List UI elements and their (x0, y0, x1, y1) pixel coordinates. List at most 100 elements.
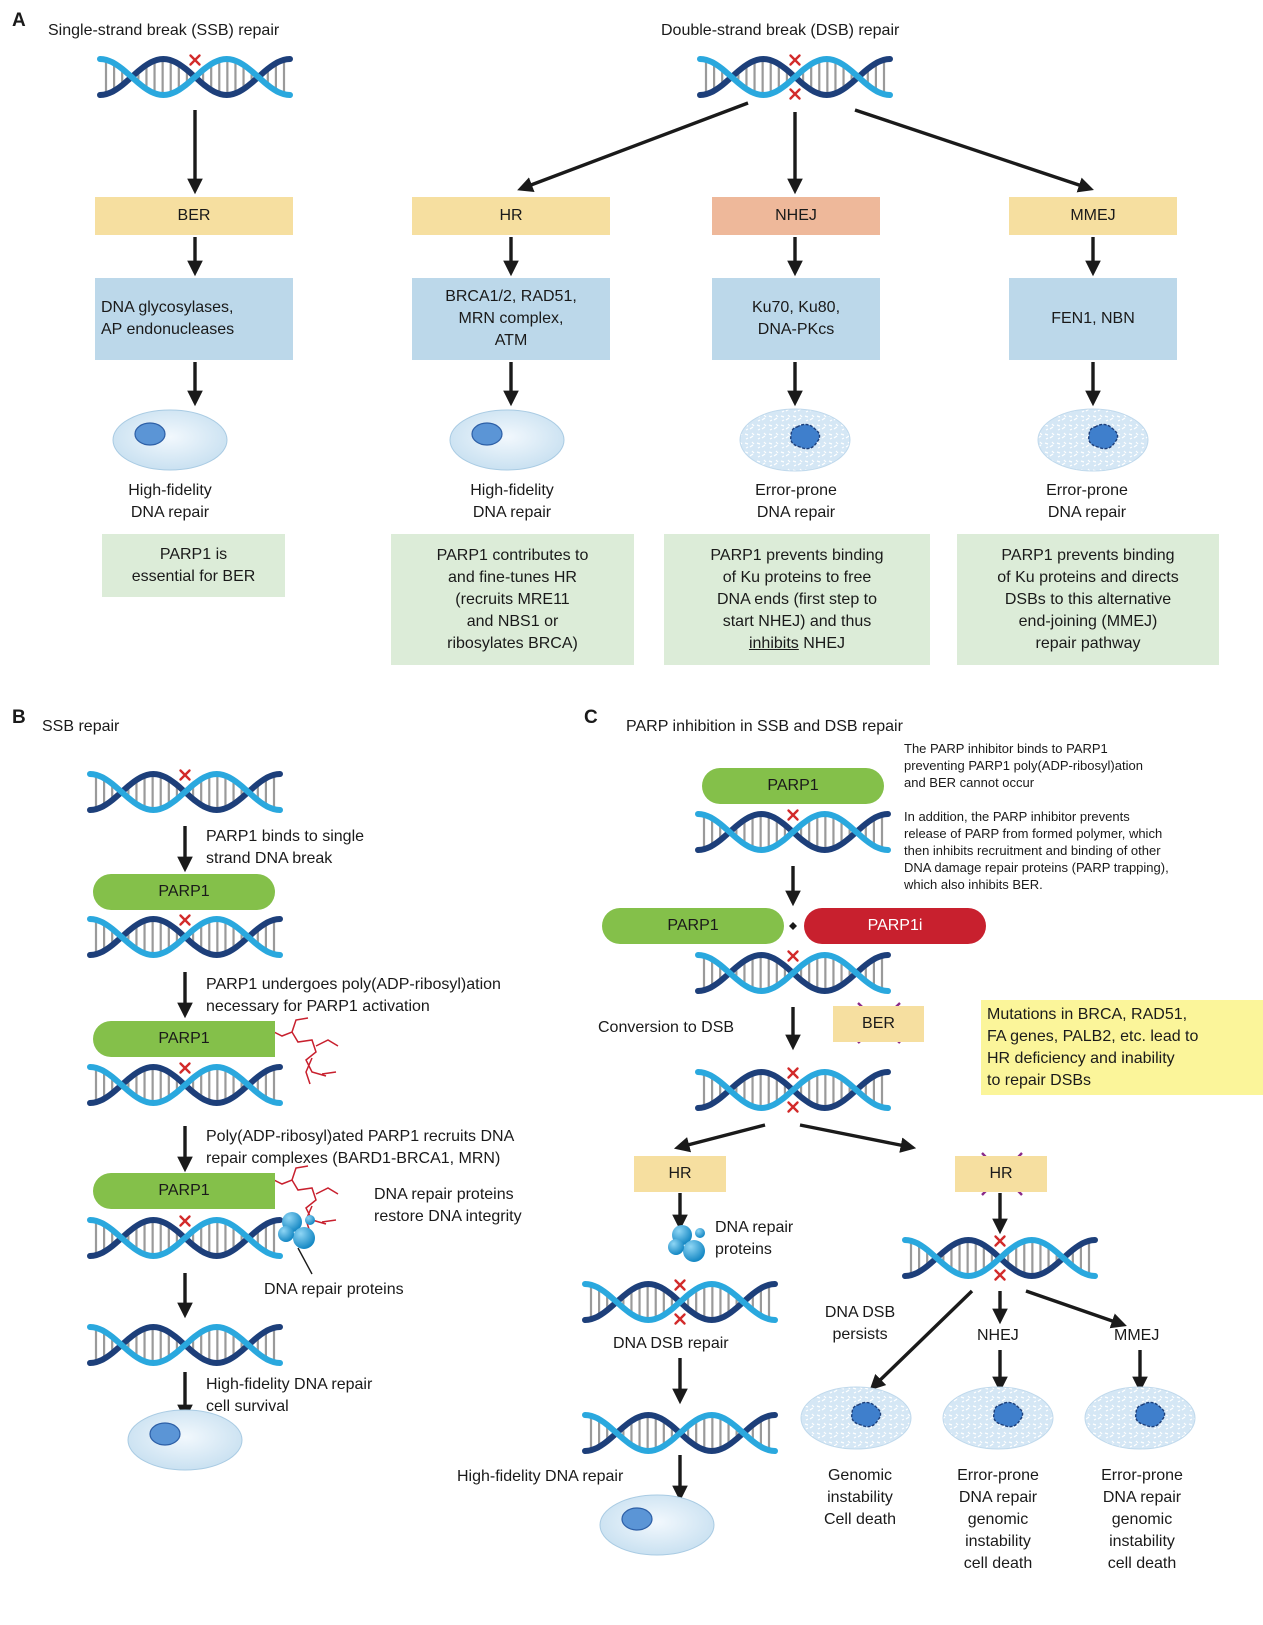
dna-helix-icon (582, 1411, 778, 1455)
panel-c-letter: C (584, 707, 598, 728)
protein-sphere (305, 1215, 315, 1225)
dna-helix-icon (695, 1067, 891, 1113)
dna-helix-icon (87, 1323, 283, 1367)
binding-diamond-icon (789, 922, 797, 930)
mmej-proteins-text: FEN1, NBN (1051, 310, 1135, 327)
dna-strand-light (697, 55, 893, 99)
fragmented-nucleus (1088, 423, 1119, 450)
ber-proteins-box: DNA glycosylases, AP endonucleases (95, 278, 293, 360)
conversion-to-dsb-label: Conversion to DSB (598, 1019, 735, 1036)
parp1-pill: PARP1 (93, 874, 275, 910)
down-arrow-icon (799, 1123, 917, 1153)
panel-c-hr-box: HR (634, 1156, 726, 1192)
down-arrow-icon (673, 1123, 766, 1153)
break-mark-icon (189, 54, 201, 66)
hr-parp-role-box: PARP1 contributes to and fine-tunes HR (… (391, 534, 634, 665)
nhej-parp-role-box: PARP1 prevents binding of Ku proteins to… (664, 534, 930, 665)
cell-nucleus (134, 422, 166, 446)
parp1-label: PARP1 (158, 883, 210, 900)
restore-integrity-label: DNA repair proteins restore DNA integrit… (374, 1186, 522, 1225)
dsb-repair-label: DNA DSB repair (613, 1335, 729, 1352)
ber-parp-role-text: PARP1 is essential for BER (131, 545, 256, 585)
ber-blocked-box: BER (833, 1006, 924, 1042)
nhej-outcome: Error-prone DNA repair (755, 482, 837, 521)
break-mark-icon (787, 950, 799, 962)
hr-deficiency-text: Mutations in BRCA, RAD51, FA genes, PALB… (987, 1005, 1199, 1089)
dna-helix-icon (695, 809, 891, 854)
break-mark-icon (787, 809, 799, 821)
parp1-label: PARP1 (767, 777, 819, 794)
mmej-label: MMEJ (1070, 207, 1116, 224)
panel-c-repair-proteins-label: DNA repair proteins (715, 1219, 794, 1258)
break-mark-icon (179, 769, 191, 781)
mmej-proteins-box: FEN1, NBN (1009, 278, 1177, 360)
panel-c-nhej-label: NHEJ (977, 1327, 1019, 1344)
ber-label: BER (177, 207, 211, 224)
mmej-parp-role-box: PARP1 prevents binding of Ku proteins an… (957, 534, 1219, 665)
down-arrow-icon (1025, 1289, 1127, 1329)
break-mark-icon (179, 1062, 191, 1074)
hr-outcome: High-fidelity DNA repair (470, 482, 554, 521)
cell-nucleus (621, 1507, 653, 1531)
protein-sphere (668, 1239, 684, 1255)
parp1-bound-pill: PARP1 (602, 908, 784, 944)
dna-strand-light (902, 1236, 1098, 1280)
healthy-cell-icon (599, 1494, 715, 1556)
dsb-repair-title: Double-strand break (DSB) repair (661, 22, 900, 39)
break-mark-icon (994, 1269, 1006, 1281)
panel-b-step1: PARP1 binds to single strand DNA break (206, 828, 365, 867)
break-mark-icon (179, 914, 191, 926)
dna-helix-icon (697, 54, 893, 100)
damaged-cell-icon (942, 1386, 1054, 1450)
repair-protein-icon (278, 1212, 315, 1249)
dna-strand-light (582, 1411, 778, 1455)
cell-body (127, 1409, 243, 1471)
down-arrow-icon (854, 108, 1094, 193)
down-arrow-icon (869, 1289, 974, 1391)
panel-b-final: High-fidelity DNA repair cell survival (206, 1376, 373, 1415)
nhej-proteins-text: Ku70, Ku80, DNA-PKcs (751, 299, 841, 338)
hr-pathway-box: HR (412, 197, 610, 235)
cell-body (449, 409, 565, 471)
hr-parp-role-text: PARP1 contributes to and fine-tunes HR (… (436, 546, 589, 652)
nhej-role-text-pre: PARP1 prevents binding of Ku proteins to… (710, 546, 884, 630)
panel-c-mmej-label: MMEJ (1114, 1327, 1160, 1344)
dna-helix-icon (902, 1235, 1098, 1281)
panel-b-step2: PARP1 undergoes poly(ADP-ribosyl)ation n… (206, 976, 501, 1015)
break-mark-icon (674, 1279, 686, 1291)
healthy-cell-icon (449, 409, 565, 471)
panel-c-title: PARP inhibition in SSB and DSB repair (626, 718, 903, 735)
break-mark-icon (789, 54, 801, 66)
panel-a-letter: A (12, 10, 26, 31)
damaged-cell-icon (800, 1386, 912, 1450)
ber-proteins-text: DNA glycosylases, AP endonucleases (101, 299, 235, 338)
ber-pathway-box: BER (95, 197, 293, 235)
fragmented-nucleus (851, 1401, 882, 1428)
fragmented-nucleus (993, 1401, 1024, 1428)
dna-strand-light (695, 1068, 891, 1112)
mmej-outcome: Error-prone DNA repair (1046, 482, 1128, 521)
dna-helix-icon (87, 1062, 283, 1107)
dna-strand-light (695, 810, 891, 854)
dsb-persists-label: DNA DSB persists (824, 1304, 896, 1343)
cell-body (599, 1494, 715, 1556)
poly-adp-ribose-icon (269, 1017, 339, 1085)
parp1-recruiting-pill: PARP1 (93, 1173, 275, 1209)
protein-sphere (293, 1227, 315, 1249)
parp1-label: PARP1 (667, 917, 719, 934)
nhej-parp-role-text: PARP1 prevents binding of Ku proteins to… (710, 545, 883, 655)
dna-strand-light (87, 915, 283, 959)
panel-b-letter: B (12, 707, 26, 728)
dna-helix-icon (582, 1279, 778, 1325)
dna-strand-light (87, 1323, 283, 1367)
panel-b-step3: Poly(ADP-ribosyl)ated PARP1 recruits DNA… (206, 1128, 515, 1167)
protein-sphere (683, 1240, 705, 1262)
break-mark-icon (674, 1313, 686, 1325)
parp1i-label: PARP1i (867, 917, 923, 934)
poly-adp-ribose-icon (269, 1165, 339, 1233)
parpi-note-1: The PARP inhibitor binds to PARP1 preven… (904, 741, 1143, 790)
hr-blocked-label: HR (989, 1165, 1013, 1182)
damaged-cell-icon (739, 408, 851, 472)
